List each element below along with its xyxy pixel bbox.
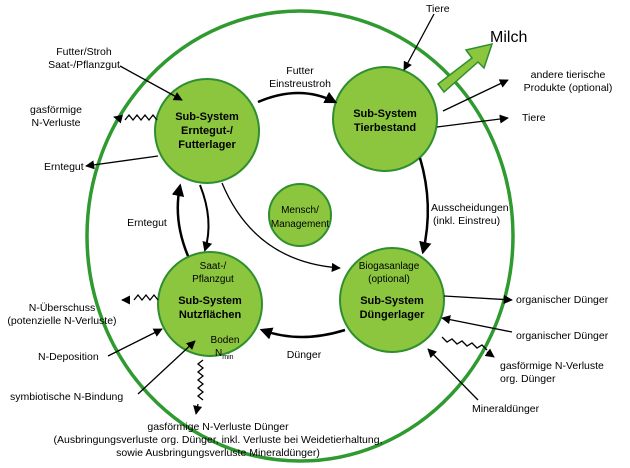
duenger-title-2: Düngerlager <box>360 309 426 321</box>
label-gas-bottom-1: gasförmige N-Verluste Dünger <box>147 421 289 433</box>
label-andere-1: andere tierische <box>531 69 606 81</box>
label-gas-bottom-2: (Ausbringungsverluste org. Dünger, inkl.… <box>54 434 383 446</box>
label-n-deposition: N-Deposition <box>38 351 99 363</box>
mensch-title-2: Management <box>271 219 330 230</box>
milch-arrow <box>436 42 494 94</box>
nutzflaechen-title-1: Sub-System <box>178 295 242 307</box>
label-ausscheidungen-1: Ausscheidungen <box>431 202 509 214</box>
flow-erntegut-up-arrow <box>171 183 190 257</box>
system-boundary-ring <box>85 9 515 463</box>
flow-saatgut-down-arrow <box>199 184 213 252</box>
label-org-duenger-in: organischer Dünger <box>516 330 609 342</box>
arrow-n-deposition <box>107 328 163 357</box>
wavy-gas-org-head <box>484 348 495 358</box>
label-n-ueberschuss-2: (potenzielle N-Verluste) <box>7 315 116 327</box>
mensch-title-1: Mensch/ <box>281 205 319 216</box>
label-mineralduenger: Mineraldünger <box>472 403 540 415</box>
arrow-org-duenger-out <box>443 294 513 305</box>
wavy-n-ueberschuss <box>133 293 159 302</box>
arrow-tiere-out <box>436 114 509 128</box>
arrow-tiere-in <box>403 13 435 71</box>
label-tiere-in: Tiere <box>426 3 450 15</box>
label-andere-2: Produkte (optional) <box>524 82 613 94</box>
wavy-gas-org <box>441 336 488 351</box>
node-nutzflaechen-circle <box>157 251 263 357</box>
wavy-gas-bottom <box>196 359 205 401</box>
label-duenger-flow: Dünger <box>287 349 322 361</box>
node-tierbestand-circle <box>332 66 438 172</box>
arrow-erntegut-out <box>85 155 159 170</box>
label-n-ueberschuss-1: N-Überschuss <box>29 302 96 314</box>
wavy-gas-loss-erntegut-head <box>113 114 124 124</box>
arrow-org-duenger-in <box>441 315 513 333</box>
arrow-mineralduenger <box>427 348 479 401</box>
label-futter-stroh: Futter/Stroh <box>56 46 112 58</box>
flow-erntegut-to-duenger-arrow <box>221 182 341 272</box>
label-erntegut-inner: Erntegut <box>127 217 167 229</box>
label-org-duenger-out: organischer Dünger <box>516 294 609 306</box>
node-mensch-circle <box>268 183 332 247</box>
wavy-gas-loss-erntegut <box>124 113 158 122</box>
label-gas-org-2: org. Dünger <box>500 373 556 385</box>
tierbestand-title-1: Sub-System <box>353 108 417 120</box>
erntegut-title-3: Futterlager <box>178 139 236 151</box>
label-gas-org-1: gasförmige N-Verluste <box>500 360 604 372</box>
nutzflaechen-boden: Boden <box>211 335 240 346</box>
label-ausscheidungen-2: (inkl. Einstreu) <box>433 215 500 227</box>
flow-ausscheidungen-arrow <box>418 157 432 255</box>
arrow-andere-produkte <box>442 79 509 112</box>
flow-futter-arrow <box>257 91 338 104</box>
node-erntegut-circle <box>154 78 260 184</box>
nutzflaechen-top-1: Saat-/ <box>200 261 227 272</box>
duenger-title-1: Sub-System <box>360 295 424 307</box>
label-futter: Futter <box>286 65 314 77</box>
duenger-top-2: (optional) <box>368 274 410 285</box>
label-saat-pflanzgut: Saat-/Pflanzgut <box>48 59 120 71</box>
arrow-symbiotische <box>137 340 196 395</box>
tierbestand-title-2: Tierbestand <box>354 122 416 134</box>
flow-duenger-arrow <box>259 327 346 340</box>
label-milch: Milch <box>490 29 527 46</box>
label-tiere-out: Tiere <box>522 112 546 124</box>
nutzflaechen-top-2: Pflanzgut <box>192 274 234 285</box>
label-gas-bottom-3: sowie Ausbringungsverluste Mineraldünger… <box>116 447 320 459</box>
nutzflaechen-nmin: Nmin <box>215 348 234 361</box>
nutzflaechen-title-2: Nutzflächen <box>179 309 242 321</box>
duenger-top-1: Biogasanlage <box>359 261 420 272</box>
label-einstreustroh: Einstreustroh <box>269 78 331 90</box>
label-erntegut-out: Erntegut <box>44 161 84 173</box>
erntegut-title-1: Sub-System <box>175 111 239 123</box>
node-duenger-circle <box>339 247 445 353</box>
arrow-futter-stroh-in <box>119 65 183 101</box>
label-gasfoermig-2: N-Verluste <box>31 117 80 129</box>
label-gasfoermig-1: gasförmige <box>30 104 82 116</box>
wavy-gas-bottom-head <box>193 403 203 415</box>
erntegut-title-2: Erntegut-/ <box>181 125 233 137</box>
label-symbiotische: symbiotische N-Bindung <box>10 391 123 403</box>
